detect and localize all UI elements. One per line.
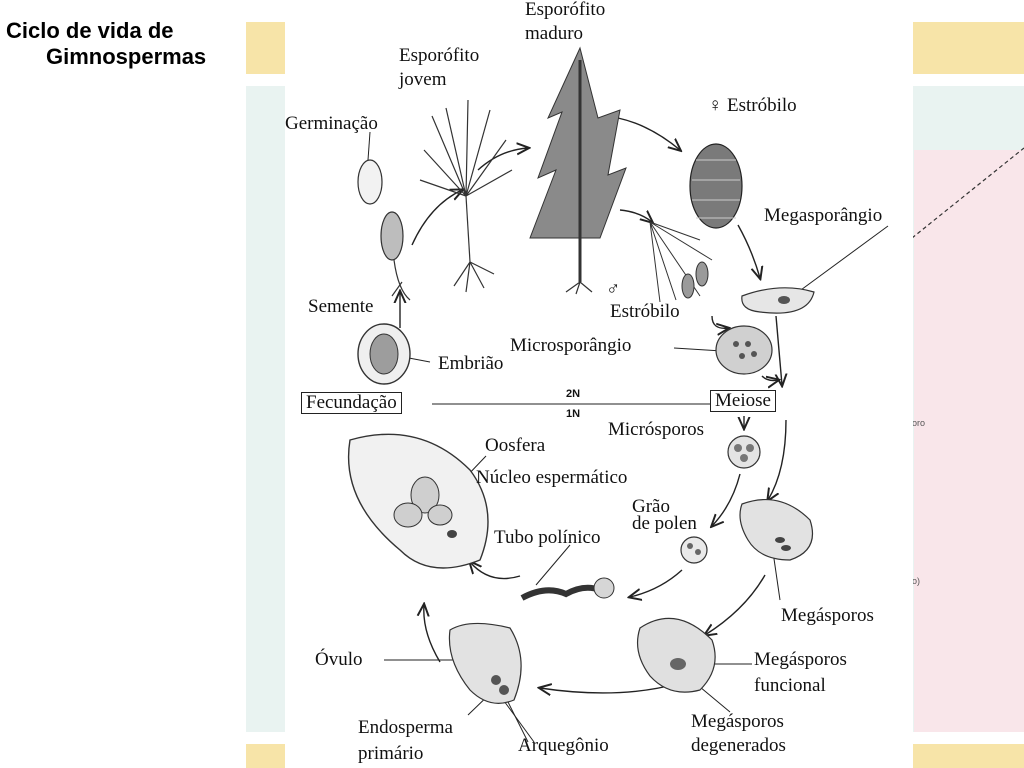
label-sperm-nucleus: Núcleo espermático [476,467,628,488]
page-title: Ciclo de vida de Gimnospermas [6,18,266,70]
mature-sporophyte-illustration [529,46,627,295]
seed-illustration [357,323,411,385]
pollen-tube-illustration [520,577,615,601]
label-fertilization: Fecundação [301,392,402,414]
label-primary-endosperm-1: Endosperma [358,717,453,738]
side-fragment-2: o) [912,576,921,586]
label-germination: Germinação [285,113,378,134]
ovule-archegonium-illustration [448,622,522,704]
label-microsporangium: Microsporângio [510,335,632,356]
label-ovule: Óvulo [315,649,363,670]
background-pink-area [914,150,1024,732]
title-line-1: Ciclo de vida de [6,18,174,43]
title-line-2: Gimnospermas [46,44,207,69]
label-functional-megaspore-1: Megásporos [754,649,847,670]
megasporangium-illustration [741,287,815,314]
label-young-sporophyte-2: jovem [399,69,447,90]
microspores-illustration [727,435,761,469]
label-primary-endosperm-2: primário [358,743,424,764]
pollen-grain-illustration [680,536,708,564]
label-microspores: Micrósporos [608,419,705,440]
female-strobilus-illustration [689,143,743,229]
label-oosphere: Oosfera [485,435,546,456]
label-mature-sporophyte-2: maduro [525,23,584,44]
cycle-arrows [400,117,786,693]
label-functional-megaspore-2: funcional [754,675,826,696]
label-male-strobilus: Estróbilo [610,301,680,322]
label-pollen-grain-2: de polen [632,513,697,534]
label-ploidy-2n: 2N [566,388,581,400]
young-sporophyte-illustration [419,99,513,293]
male-strobilus-illustration [649,221,713,303]
label-pollen-tube: Tubo polínico [494,527,601,548]
label-mature-sporophyte-1: Esporófito [525,0,606,20]
label-female-strobilus: ♀ Estróbilo [708,95,797,116]
label-megasporangium: Megasporângio [764,205,883,226]
functional-megaspore-illustration [637,617,716,693]
label-male-symbol: ♂ [606,279,621,300]
label-pollen-grain-1: Grão [632,496,670,517]
label-young-sporophyte-1: Esporófito [399,45,480,66]
microsporangium-illustration [715,325,773,375]
label-meiosis: Meiose [710,390,776,412]
label-archegonium: Arquegônio [518,735,609,756]
label-embryo: Embrião [438,353,504,374]
label-degenerated-megaspores-2: degenerados [691,735,786,756]
label-seed: Semente [308,296,374,317]
label-degenerated-megaspores-1: Megásporos [691,711,784,732]
megaspores-illustration [739,498,814,561]
label-ploidy-1n: 1N [566,408,581,420]
side-fragment-1: oro [912,418,926,428]
label-megaspores: Megásporos [781,605,874,626]
germination-illustration [357,159,411,301]
ovule-with-oosphere-illustration [347,433,489,569]
